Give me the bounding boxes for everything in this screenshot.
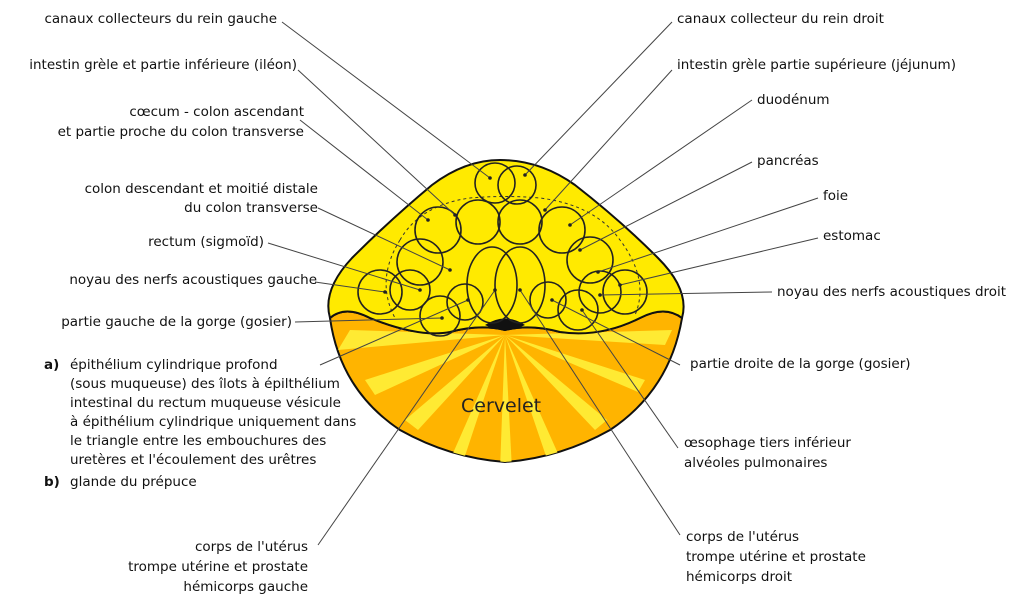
label-uterus-gauche-line3: hémicorps gauche	[183, 578, 308, 597]
label-duodenum: duodénum	[757, 91, 830, 110]
label-estomac: estomac	[823, 227, 881, 246]
label-gorge-droite: partie droite de la gorge (gosier)	[690, 355, 911, 374]
epithelium-a-line5: le triangle entre les embouchures des	[70, 432, 326, 451]
label-rectum: rectum (sigmoïd)	[148, 233, 264, 252]
label-uterus-droit-line2: trompe utérine et prostate	[686, 548, 866, 567]
epithelium-b-marker: b)	[44, 473, 60, 492]
label-acoustique-gauche: noyau des nerfs acoustiques gauche	[69, 271, 317, 290]
label-jejunum: intestin grèle partie supérieure (jéjunu…	[677, 56, 956, 75]
epithelium-a-marker: a)	[44, 356, 59, 375]
label-gorge-gauche: partie gauche de la gorge (gosier)	[61, 313, 292, 332]
epithelium-a-line6: uretères et l'écoulement des urêtres	[70, 451, 316, 470]
epithelium-a-letter: a)	[44, 357, 59, 373]
epithelium-a-line2: (sous muqueuse) des îlots à épilthélium	[70, 375, 340, 394]
label-acoustique-droit: noyau des nerfs acoustiques droit	[777, 283, 1006, 302]
epithelium-a-line4: à épithélium cylindrique uniquement dans	[70, 413, 356, 432]
label-ileon: intestin grèle et partie inférieure (ilé…	[29, 56, 297, 75]
label-uterus-droit-line3: hémicorps droit	[686, 568, 792, 587]
label-oesophage-line2: alvéoles pulmonaires	[684, 454, 827, 473]
label-foie: foie	[823, 187, 848, 206]
label-uterus-droit-line1: corps de l'utérus	[686, 528, 799, 547]
label-colon-descendant-line1: colon descendant et moitié distale	[85, 180, 318, 199]
label-caecum-line1: cœcum - colon ascendant	[129, 103, 304, 122]
label-oesophage-line1: œsophage tiers inférieur	[684, 434, 851, 453]
epithelium-b-letter: b)	[44, 474, 60, 490]
label-caecum-line2: et partie proche du colon transverse	[58, 123, 304, 142]
label-colon-descendant-line2: du colon transverse	[184, 199, 318, 218]
medulla	[328, 160, 683, 333]
label-pancreas: pancréas	[757, 152, 819, 171]
epithelium-b-line: glande du prépuce	[70, 473, 197, 492]
label-uterus-gauche-line2: trompe utérine et prostate	[128, 558, 308, 577]
epithelium-a-line1: épithélium cylindrique profond	[70, 356, 278, 375]
cerebellum-label: Cervelet	[461, 395, 541, 417]
label-rein-droit: canaux collecteur du rein droit	[677, 10, 884, 29]
label-uterus-gauche-line1: corps de l'utérus	[195, 538, 308, 557]
cerebellum	[330, 312, 682, 471]
epithelium-a-line3: intestinal du rectum muqueuse vésicule	[70, 394, 341, 413]
label-rein-gauche: canaux collecteurs du rein gauche	[44, 10, 277, 29]
